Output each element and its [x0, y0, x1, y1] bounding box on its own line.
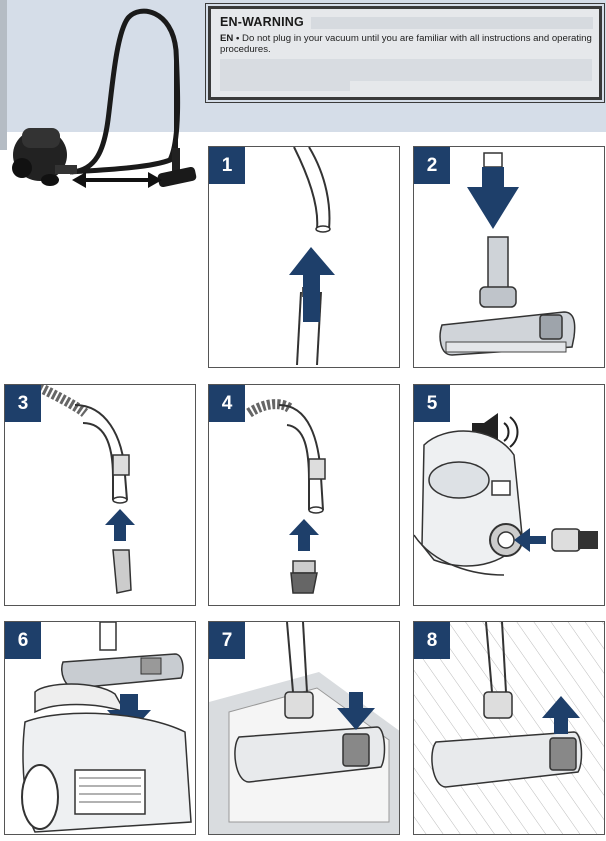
step-panel-6: 6 — [4, 621, 196, 835]
warning-title-bar — [311, 17, 593, 29]
warning-blank-area-2 — [220, 81, 350, 91]
carpet-setting-illustration — [209, 622, 399, 834]
wand-floor-head-illustration — [439, 152, 576, 356]
warning-box: EN-WARNING EN • Do not plug in your vacu… — [205, 3, 605, 103]
step-badge-1: 1 — [209, 147, 245, 184]
arrow-up-icon — [542, 696, 580, 734]
arrow-down-icon — [337, 692, 375, 730]
step-panel-4: 4 — [208, 384, 400, 606]
warning-body: Do not plug in your vacuum until you are… — [220, 33, 592, 55]
suction-port-illustration — [414, 413, 598, 576]
warning-title: EN-WARNING — [220, 15, 304, 29]
warning-blank-area — [220, 59, 592, 81]
arrow-down-icon — [107, 694, 151, 734]
step-panel-1: 1 — [208, 146, 400, 368]
step-badge-2: 2 — [414, 147, 450, 184]
warning-lang: EN — [220, 33, 234, 44]
warning-text: EN • Do not plug in your vacuum until yo… — [220, 33, 592, 55]
step-panel-7: 7 — [208, 621, 400, 835]
step-badge-6: 6 — [5, 622, 41, 659]
arrow-up-icon — [105, 509, 135, 541]
step-badge-8: 8 — [414, 622, 450, 659]
dusting-brush-illustration — [246, 399, 326, 594]
arrow-down-icon — [467, 167, 519, 229]
step-panel-5: 5 — [413, 384, 605, 606]
arrow-up-icon — [289, 519, 319, 551]
step-panel-8: 8 — [413, 621, 605, 835]
step-panel-3: 3 — [4, 384, 196, 606]
head-storage-illustration — [21, 622, 192, 833]
page-edge-strip — [0, 0, 7, 150]
vacuum-overview-illustration — [12, 8, 197, 188]
step-badge-4: 4 — [209, 385, 245, 422]
warning-bullet: • — [236, 33, 240, 44]
step-panel-2: 2 — [413, 146, 605, 368]
hose-wand-insert-illustration — [289, 147, 335, 366]
step-badge-5: 5 — [414, 385, 450, 422]
arrow-up-icon — [289, 247, 335, 322]
step-badge-3: 3 — [5, 385, 41, 422]
arrow-left-icon — [514, 528, 546, 552]
step-badge-7: 7 — [209, 622, 245, 659]
